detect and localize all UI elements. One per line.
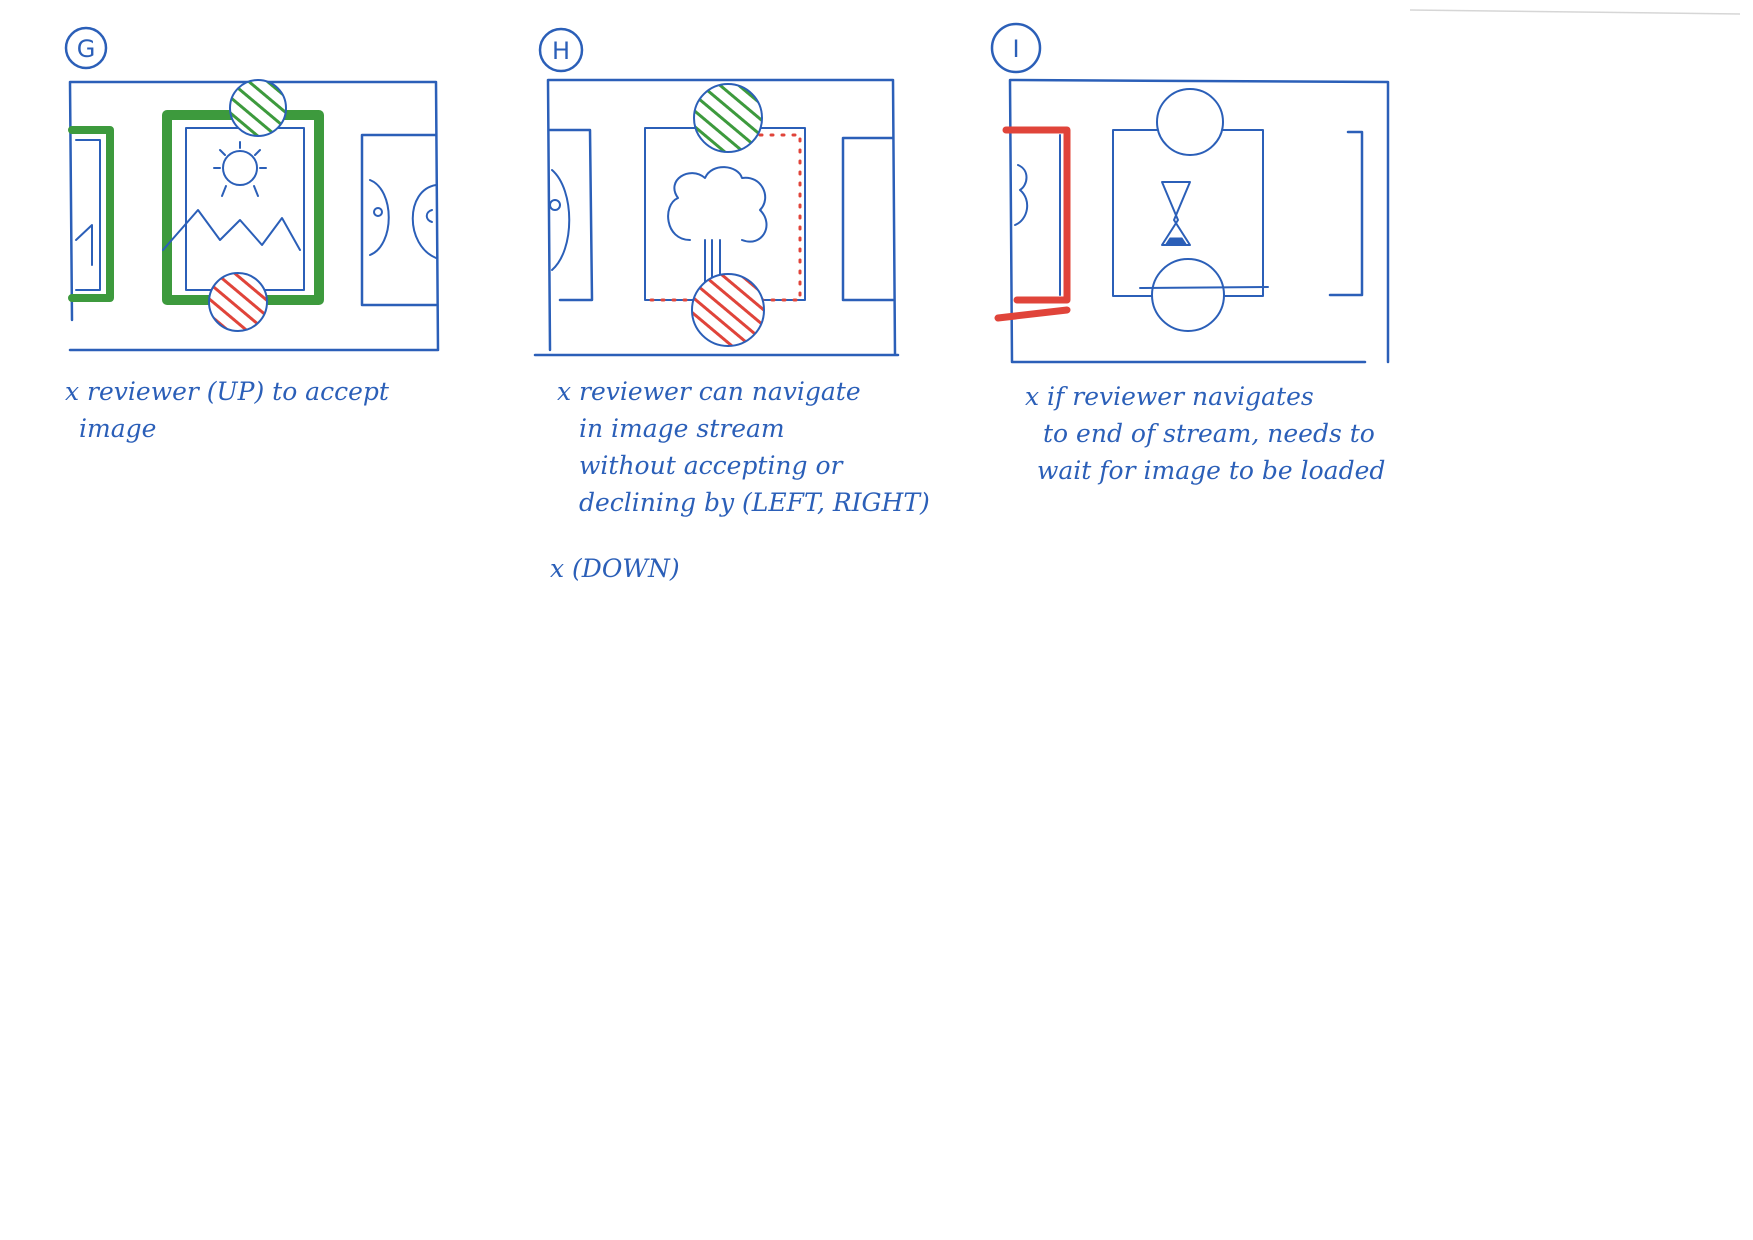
panel-h-screen-frame [533, 78, 900, 357]
panel-h-next-image [841, 136, 895, 302]
edge-mark [1409, 9, 1741, 15]
panel-h: H [533, 27, 900, 357]
note-line: declining by (LEFT, RIGHT) [579, 488, 930, 517]
decline-indicator [208, 272, 268, 332]
note-line: image [79, 414, 157, 443]
panel-g: G [64, 26, 440, 352]
panel-g-prev-image [68, 126, 114, 302]
panel-g-note: x reviewer (UP) to accept image [65, 373, 389, 447]
panel-i: I [990, 22, 1390, 364]
note-line: x (DOWN) [550, 554, 680, 583]
panel-h-label: H [552, 37, 570, 65]
note-line: to end of stream, needs to [1043, 419, 1375, 448]
panel-h-prev-image [548, 128, 594, 302]
panel-i-label: I [1012, 35, 1019, 63]
panel-i-loading-image [1112, 88, 1269, 332]
panel-i-badge [990, 22, 1042, 74]
panel-h-badge [538, 27, 584, 73]
hourglass-icon [1161, 181, 1191, 246]
panel-g-badge [64, 26, 108, 70]
panel-i-prev-image [994, 126, 1071, 322]
note-line: x if reviewer navigates [1025, 382, 1314, 411]
mountain-icon [162, 209, 301, 251]
panel-g-next-image [360, 133, 438, 307]
smiley-face-icon [369, 179, 390, 256]
panel-h-note-extra: x (DOWN) [550, 550, 680, 587]
panel-i-screen-frame [1008, 78, 1390, 364]
panel-i-next-image [1328, 130, 1364, 297]
accept-indicator [229, 79, 287, 137]
panel-g-label: G [77, 35, 96, 63]
note-line: in image stream [579, 414, 785, 443]
accept-indicator [693, 83, 763, 153]
panel-h-note: x reviewer can navigate in image stream … [557, 373, 930, 521]
note-line: x reviewer (UP) to accept [65, 377, 389, 406]
note-line: without accepting or [579, 451, 843, 480]
tree-icon [667, 166, 768, 296]
panel-i-note: x if reviewer navigates to end of stream… [1025, 378, 1385, 489]
note-line: wait for image to be loaded [1037, 456, 1386, 485]
decline-indicator [691, 273, 765, 347]
note-line: x reviewer can navigate [557, 377, 861, 406]
sun-icon [222, 150, 258, 186]
